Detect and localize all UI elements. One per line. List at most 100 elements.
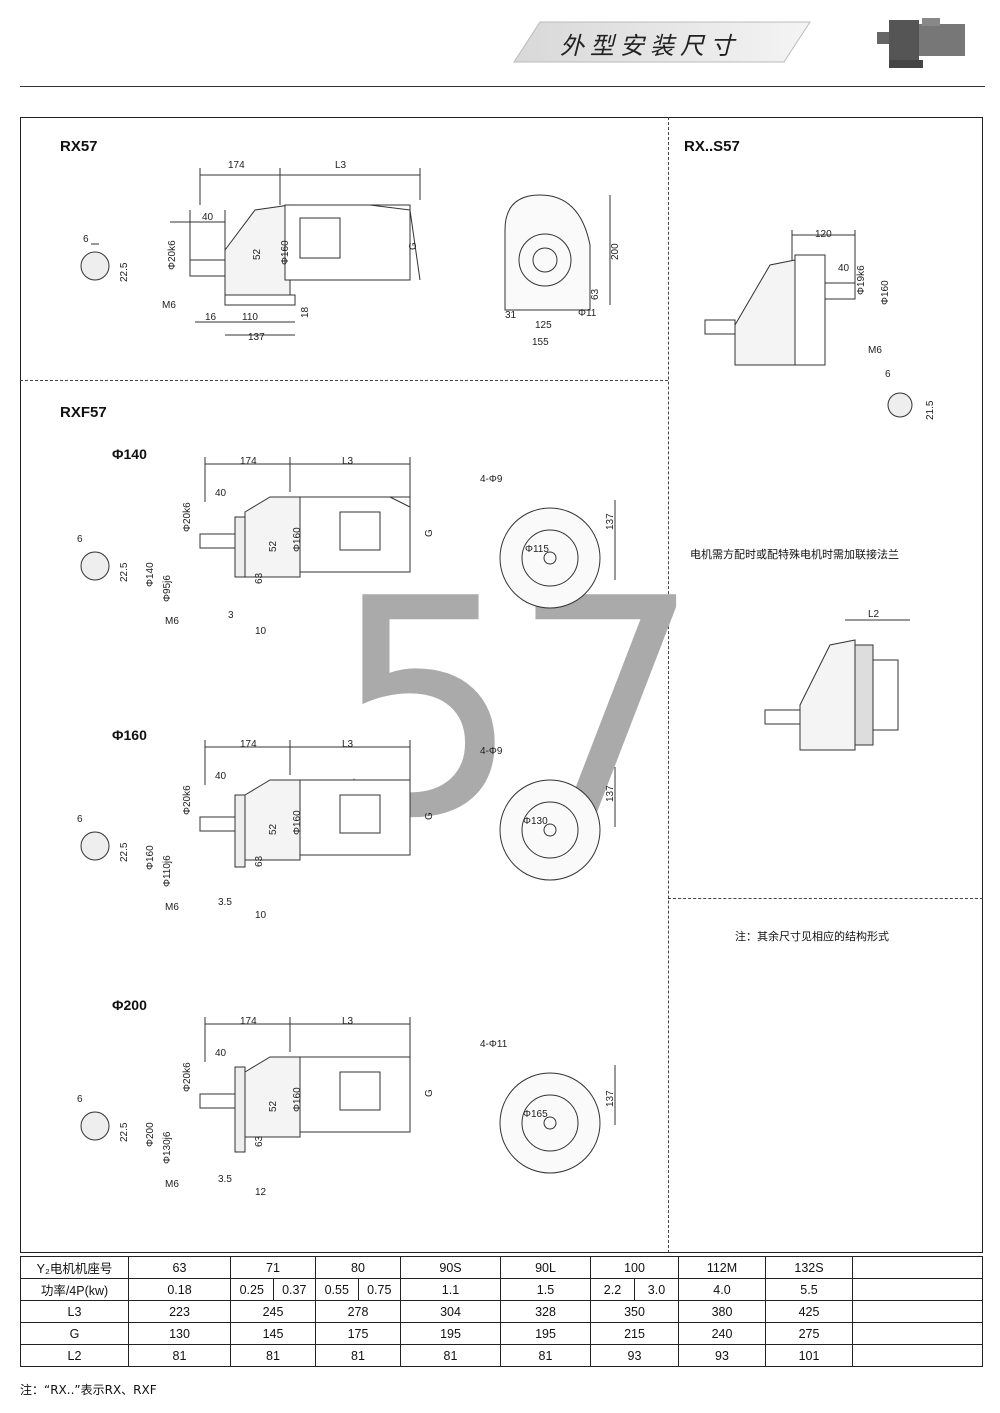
rx57-dim-18: 18 [300,306,311,318]
flange-label-160: Φ160 [112,727,147,743]
table-cell-value: 0.37 [272,1279,316,1300]
table-cell: 80 [315,1256,401,1279]
rxf200-dim-shaft: Φ20k6 [182,1062,193,1092]
table-cell: 195 [500,1322,591,1345]
rx57-side-view: 174 L3 40 Φ20k6 52 Φ160 G M6 16 110 137 … [162,160,421,343]
table-cell: 328 [500,1300,591,1323]
rx57-dim-160: Φ160 [280,240,291,265]
rxf140-holes: 4-Φ9 [480,474,503,485]
rxs57-dim-40: 40 [838,263,850,274]
table-cell: 425 [765,1300,853,1323]
table-cell: 101 [765,1344,853,1367]
rxs57-dim-m6: M6 [868,345,882,356]
table-row-label: 功率/4P(kw) [20,1278,129,1301]
rxf200-dim-35: 3.5 [218,1174,232,1185]
rxf160-key-6: 6 [77,814,83,825]
rx57-dim-16: 16 [205,312,217,323]
frame-divider-left [20,380,668,381]
table-cell [852,1278,983,1301]
rxf160-dim-52: 52 [268,823,279,835]
table-cell-value: 2.2 [603,1282,622,1297]
table-cell: 380 [678,1300,766,1323]
rx57-dim-200: 200 [610,243,621,260]
rxs57-side-view: 120 40 Φ19k6 Φ160 M6 [704,229,891,366]
rxf160-dim-40: 40 [215,771,227,782]
table-cell: 223 [128,1300,231,1323]
adapter-flange-view: L2 [764,609,910,751]
flange-label-200: Φ200 [112,997,147,1013]
rxf200-dim-l3: L3 [342,1016,354,1027]
header-rule [20,86,985,87]
table-cell-value: 0.75 [357,1279,401,1300]
rx57-dim-63: 63 [590,288,601,300]
table-cell: 215 [590,1322,679,1345]
rxf200-dim-52: 52 [268,1100,279,1112]
rxf140-dim-g: G [424,529,435,537]
adapter-dim-l2: L2 [868,609,880,620]
rx57-dim-l3: L3 [335,160,347,171]
flange-note: 电机需方配时或配特殊电机时需加联接法兰 [690,548,899,561]
rxf140-pcd: Φ115 [525,544,549,555]
rx57-dim-174: 174 [228,160,245,171]
rxf140-dim-m6: M6 [165,616,179,627]
table-cell [852,1322,983,1345]
rx57-dim-137: 137 [248,332,265,343]
table-cell: 195 [400,1322,501,1345]
table-cell: 350 [590,1300,679,1323]
rxf200-dim-40: 40 [215,1048,227,1059]
rx57-key-section: 6 22.5 [80,234,130,282]
rxf200-key-6: 6 [77,1094,83,1105]
title-banner: 外型安装尺寸 [512,20,812,64]
rxf140-side-view: 174 L3 40 Φ20k6 Φ140 Φ95j6 52 Φ160 G 63 … [145,456,435,637]
rxf200-dim-p200: Φ200 [145,1122,156,1147]
rxf200-key-section: 6 22.5 [77,1094,130,1142]
table-cell: 132S [765,1256,853,1279]
rxf200-key-225: 22.5 [119,1122,130,1142]
rxf160-dim-35: 3.5 [218,897,232,908]
table-row-label: L2 [20,1344,129,1367]
rx57-dim-52: 52 [252,248,263,260]
rxf160-key-225: 22.5 [119,842,130,862]
rx57-dim-110: 110 [242,312,258,323]
table-cell [852,1256,983,1279]
rxf200-side-view: 174 L3 40 Φ20k6 Φ200 Φ130j6 52 Φ160 G 63… [145,1016,435,1198]
frame-divider-right [668,898,983,899]
rxf200-dim-137: 137 [605,1090,616,1107]
rxf160-dim-63: 63 [254,855,265,867]
rxf160-dim-174: 174 [240,739,257,750]
rxf140-key-225: 22.5 [119,562,130,582]
table-cell: 1.5 [500,1278,591,1301]
rxf200-dim-160: Φ160 [292,1087,303,1112]
table-cell: 240 [678,1322,766,1345]
table-cell: 4.0 [678,1278,766,1301]
rxs57-key-215: 21.5 [925,400,936,420]
rxf160-dim-l3: L3 [342,739,354,750]
rx57-dim-shaft: Φ20k6 [167,240,178,270]
table-cell [852,1344,983,1367]
rx57-key-225: 22.5 [119,262,130,282]
rxf140-dim-52: 52 [268,540,279,552]
rxf160-dim-g: G [424,812,435,820]
table-cell: 130 [128,1322,231,1345]
rx57-dim-m6: M6 [162,300,176,311]
frame-divider-vertical [668,117,669,1253]
rxf200-dim-174: 174 [240,1016,257,1027]
table-cell: 63 [128,1256,231,1279]
rxf200-dim-g: G [424,1089,435,1097]
rxf160-dim-m6: M6 [165,902,179,913]
section-label-rx57: RX57 [60,138,98,155]
rx57-dim-hole: Φ11 [578,308,597,319]
title-banner-shape [513,21,811,63]
table-cell: 90S [400,1256,501,1279]
rxs57-key-6: 6 [885,369,891,380]
rx57-dim-125: 125 [535,320,552,331]
rxf140-dim-shaft: Φ20k6 [182,502,193,532]
rxf140-dim-174: 174 [240,456,257,467]
rxf140-dim-63: 63 [254,572,265,584]
